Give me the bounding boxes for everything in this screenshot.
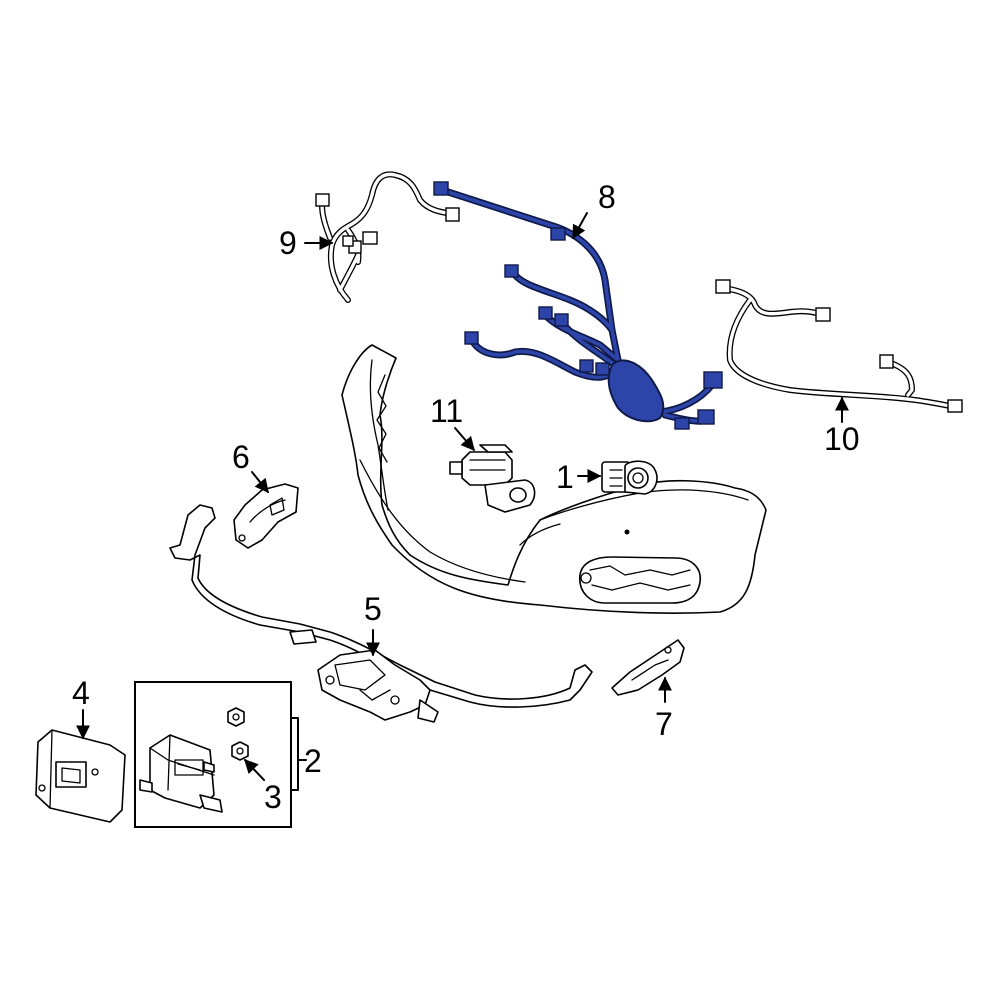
- wiring-harness-10: [715, 279, 963, 413]
- sensor-1: [601, 460, 658, 495]
- part-2-kit-box: [134, 681, 292, 828]
- callout-4: 4: [72, 675, 90, 711]
- callout-7: 7: [655, 706, 673, 742]
- bracket-7: [611, 639, 685, 696]
- callout-5: 5: [364, 591, 382, 627]
- leader-lines: [76, 212, 849, 791]
- callout-3: 3: [264, 779, 282, 815]
- module-4: [35, 729, 126, 823]
- bracket-6: [233, 483, 299, 549]
- callout-2: 2: [304, 743, 322, 779]
- callout-9: 9: [279, 225, 297, 261]
- callout-6: 6: [232, 439, 250, 475]
- sensor-11: [449, 444, 536, 513]
- bracket-bar-5: [169, 504, 593, 723]
- wiring-harness-8: [433, 181, 723, 430]
- callout-10: 10: [824, 421, 860, 457]
- callout-1: 1: [556, 459, 574, 495]
- bumper-cover: [341, 344, 767, 614]
- callout-8: 8: [598, 179, 616, 215]
- callout-11: 11: [430, 393, 463, 429]
